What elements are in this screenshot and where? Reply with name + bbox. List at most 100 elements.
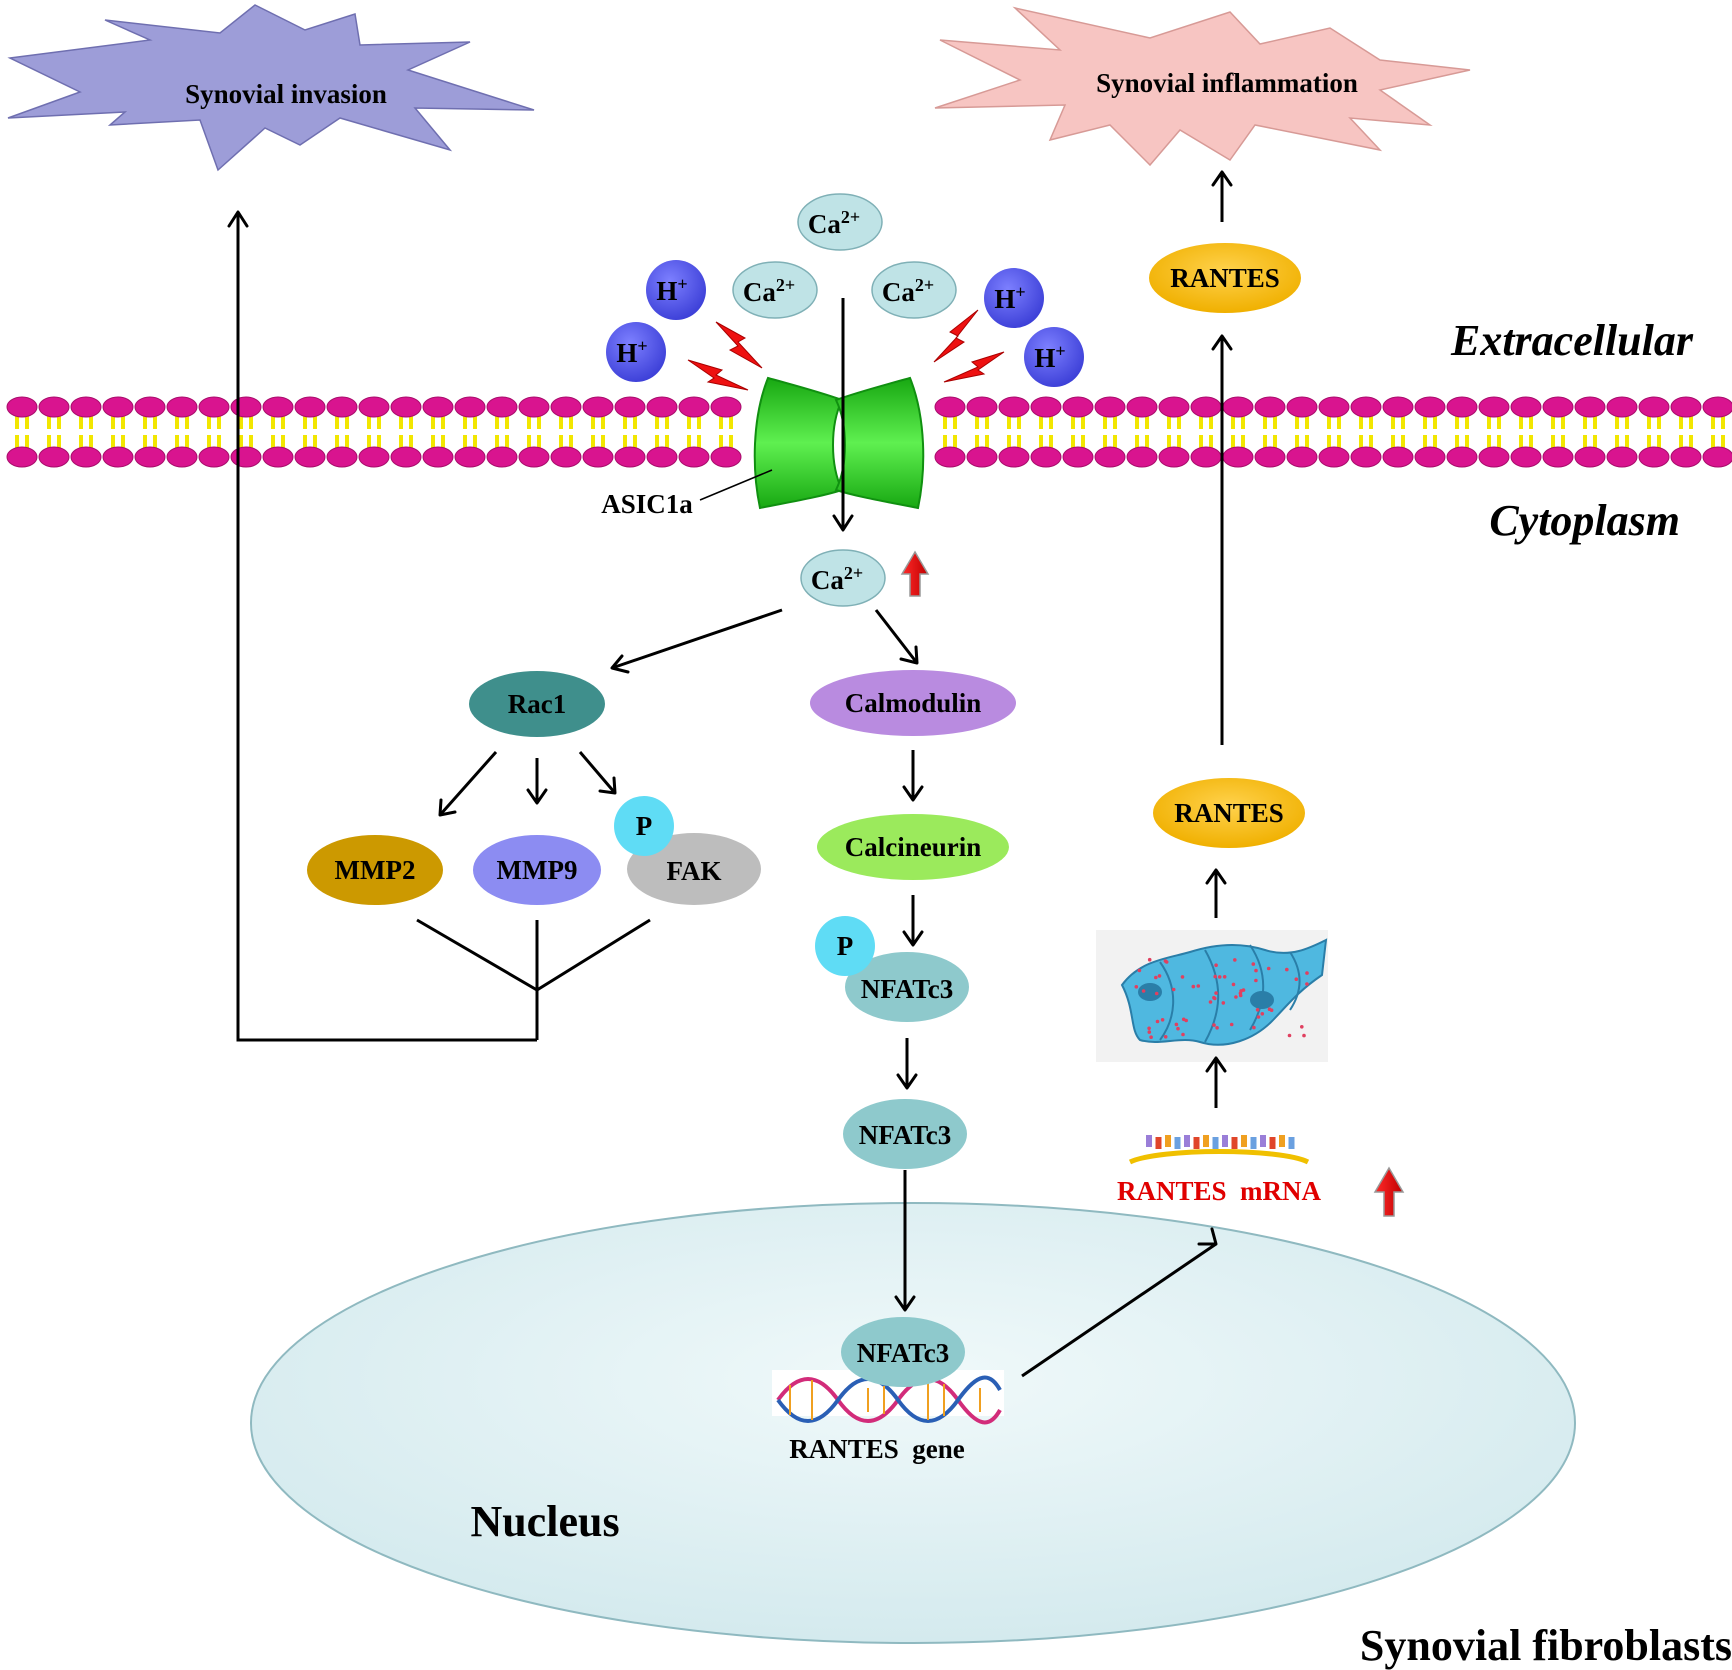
- lipid-head: [1126, 396, 1158, 418]
- rantes-mrna-label: RANTES mRNA: [1117, 1176, 1322, 1206]
- lipid-head: [1158, 446, 1190, 468]
- h-symbol: H: [616, 338, 637, 368]
- lipid-head: [614, 396, 646, 418]
- lipid-head: [550, 396, 582, 418]
- phospho-badge: [614, 796, 674, 856]
- ribosome-dot: [1154, 991, 1159, 996]
- mrna-base: [1260, 1135, 1266, 1147]
- lipid-head: [70, 396, 102, 418]
- fak-node: FAK P: [614, 796, 761, 905]
- lipid-head: [1702, 396, 1732, 418]
- synovial-invasion-star: Synovial invasion: [7, 4, 535, 172]
- lipid-head: [230, 446, 262, 468]
- lipid-head: [966, 446, 998, 468]
- ribosome-dot: [1163, 959, 1168, 963]
- ribosome-dot: [1234, 995, 1238, 999]
- lipid-head: [1414, 446, 1446, 468]
- endoplasmic-reticulum-icon: [1096, 930, 1328, 1062]
- lightning-bolt-icon: [943, 351, 1005, 383]
- svg-text:Ca2+: Ca2+: [811, 563, 863, 595]
- ribosome-dot: [1214, 991, 1218, 995]
- ribosome-dot: [1221, 1001, 1226, 1005]
- lipid-head: [262, 396, 294, 418]
- calcineurin-node: Calcineurin: [817, 814, 1009, 880]
- ribosome-dot: [1254, 968, 1258, 973]
- mrna-base: [1184, 1135, 1190, 1147]
- lipid-head: [1382, 396, 1414, 418]
- ca-charge: 2+: [841, 207, 860, 227]
- lipid-head: [1382, 446, 1414, 468]
- h-charge: +: [1015, 282, 1025, 302]
- rantes-node-extracellular: RANTES: [1149, 243, 1301, 313]
- ribosome-dot: [1181, 1017, 1186, 1022]
- ca-symbol: Ca: [882, 277, 915, 307]
- lipid-head: [1094, 396, 1126, 418]
- ribosome-dot: [1141, 989, 1146, 993]
- lipid-head: [1606, 396, 1638, 418]
- asic1a-label: ASIC1a: [601, 489, 693, 519]
- ribosome-dot: [1174, 1022, 1179, 1027]
- lipid-head: [934, 446, 966, 468]
- h-charge: +: [1055, 341, 1065, 361]
- ca-symbol: Ca: [811, 565, 844, 595]
- ribosome-dot: [1160, 1018, 1165, 1022]
- ribosome-dot: [1137, 968, 1142, 973]
- ribosome-dot: [1181, 1032, 1185, 1037]
- lipid-head: [102, 446, 134, 468]
- synovial-inflammation-star: Synovial inflammation: [934, 6, 1471, 167]
- ribosome-dot: [1302, 1033, 1306, 1038]
- ribosome-dot: [1256, 1015, 1261, 1019]
- mrna-base: [1269, 1137, 1276, 1149]
- h-charge: +: [677, 274, 687, 294]
- lipid-head: [998, 446, 1030, 468]
- lipid-head: [1446, 396, 1478, 418]
- up-arrow-icon: [900, 550, 930, 597]
- nucleus-shape: [250, 1202, 1576, 1644]
- lipid-head: [550, 446, 582, 468]
- lipid-head: [6, 396, 38, 418]
- cytoplasm-label: Cytoplasm: [1489, 496, 1680, 545]
- nucleus-label: Nucleus: [470, 1497, 619, 1546]
- lipid-head: [486, 446, 518, 468]
- rantes-label: RANTES: [1170, 263, 1280, 293]
- rantes-label: RANTES: [1174, 798, 1284, 828]
- ribosome-dot: [1267, 1007, 1272, 1011]
- ribosome-dot: [1215, 1026, 1219, 1030]
- svg-text:H+: H+: [656, 274, 687, 306]
- nfatc3-label: NFATc3: [857, 1338, 950, 1368]
- lipid-head: [1638, 396, 1670, 418]
- lipid-head: [1542, 446, 1574, 468]
- lipid-head: [1030, 396, 1062, 418]
- lipid-head: [422, 396, 454, 418]
- lipid-head: [262, 446, 294, 468]
- lipid-head: [518, 446, 550, 468]
- lipid-head: [454, 396, 486, 418]
- ribosome-dot: [1287, 1033, 1292, 1038]
- acid-activation-bolts: [687, 309, 1005, 391]
- phospho-badge: [815, 916, 875, 976]
- mrna-base: [1222, 1135, 1228, 1147]
- ribosome-dot: [1266, 966, 1271, 971]
- lipid-head: [390, 396, 422, 418]
- ribosome-dot: [1212, 1023, 1216, 1027]
- calcium-ion-top: Ca2+: [797, 193, 883, 251]
- rac1-node: Rac1: [469, 671, 605, 737]
- lipid-head: [1574, 396, 1606, 418]
- lipid-head: [294, 446, 326, 468]
- ribosome-dot: [1305, 982, 1309, 986]
- lipid-head: [390, 446, 422, 468]
- lipid-head: [1350, 396, 1382, 418]
- lightning-bolt-icon: [933, 309, 979, 363]
- lipid-head: [934, 396, 966, 418]
- ribosome-dot: [1208, 1000, 1213, 1004]
- proton-ion-3: H+: [984, 268, 1044, 328]
- svg-text:Ca2+: Ca2+: [808, 207, 860, 239]
- ribosome-dot: [1251, 962, 1256, 966]
- lipid-head: [1510, 396, 1542, 418]
- ribosome-dot: [1149, 1035, 1153, 1039]
- fak-label: FAK: [667, 856, 722, 886]
- lipid-head: [1254, 396, 1286, 418]
- ribosome-dot: [1191, 984, 1196, 989]
- pathway-arrows: [227, 170, 1233, 1378]
- cell-membrane: [6, 396, 1732, 468]
